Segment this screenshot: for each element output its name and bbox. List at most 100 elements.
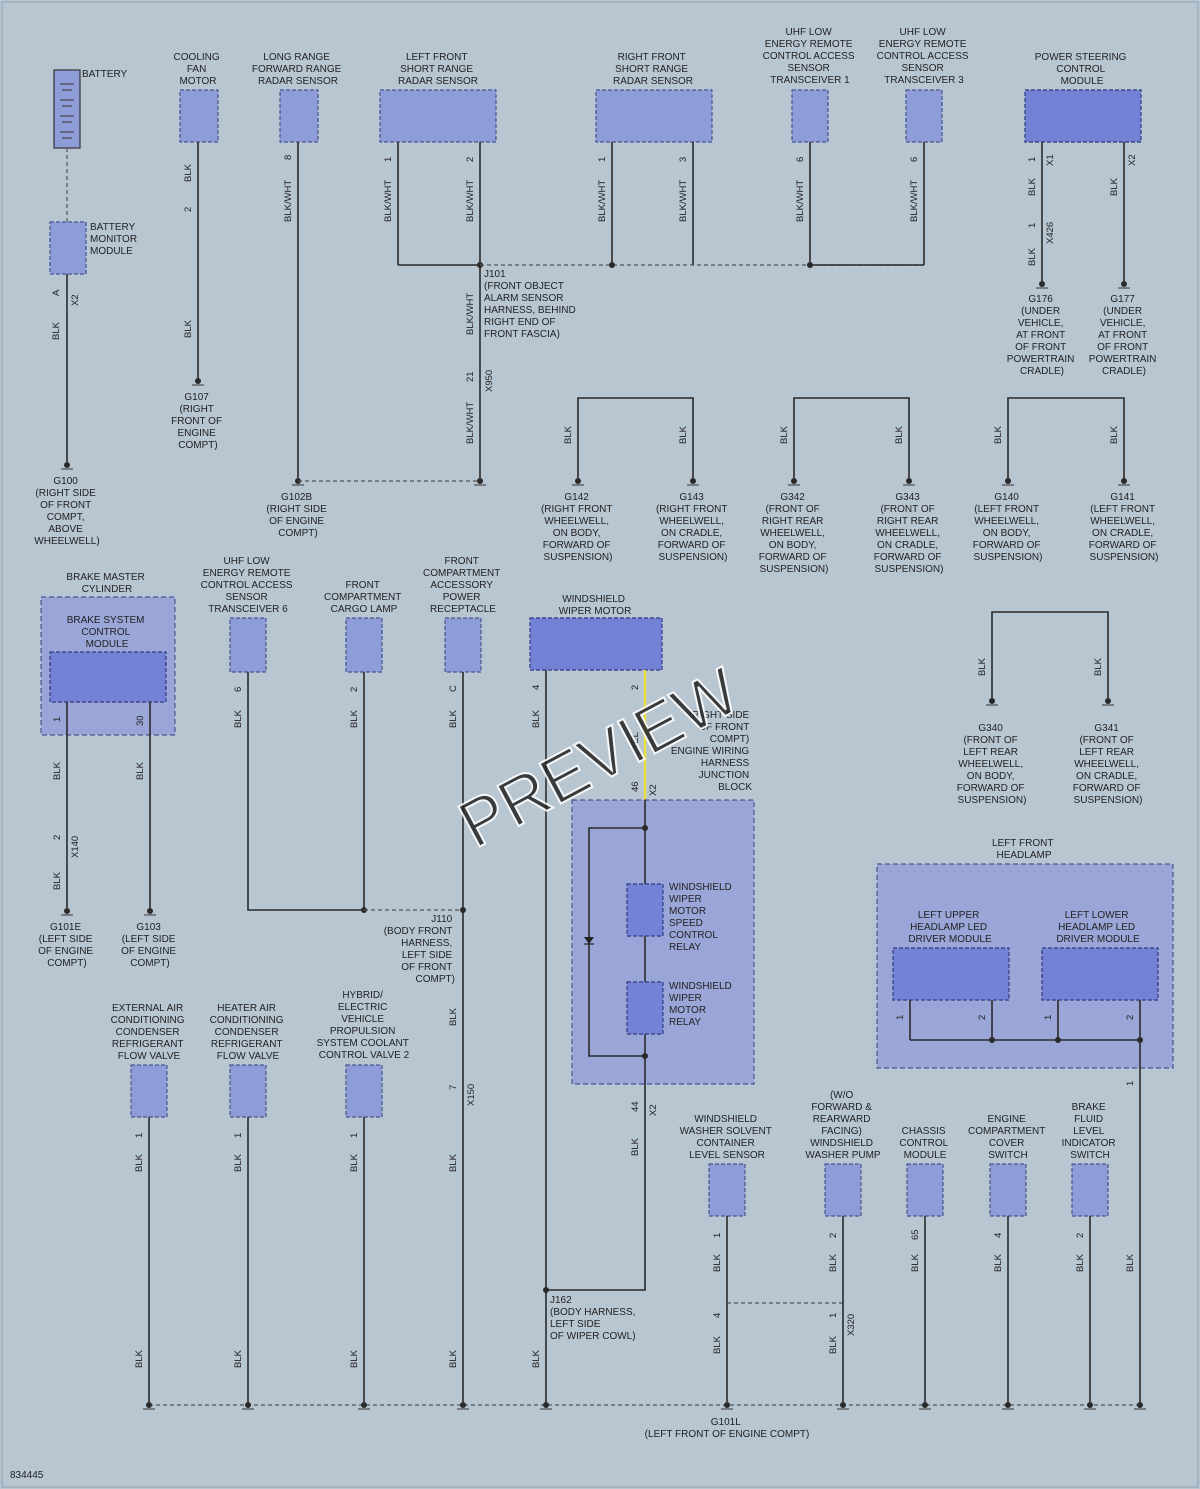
brake-system-label: BRAKE SYSTEM CONTROL MODULE <box>67 615 148 650</box>
svg-text:6: 6 <box>795 157 806 162</box>
svg-text:BLK: BLK <box>993 1253 1004 1272</box>
svg-text:65: 65 <box>910 1229 921 1240</box>
svg-text:A: A <box>51 289 62 296</box>
ground-g141-label: G141 (LEFT FRONT WHEELWELL, ON CRADLE, F… <box>1089 492 1160 563</box>
svg-text:2: 2 <box>465 157 476 162</box>
ground-g342-label: G342 (FRONT OF RIGHT REAR WHEELWELL, ON … <box>759 492 830 575</box>
svg-text:BLK/WHT: BLK/WHT <box>283 180 294 222</box>
power-steering-control-module <box>1024 89 1142 143</box>
svg-text:1: 1 <box>383 157 394 162</box>
svg-text:2: 2 <box>1075 1233 1086 1238</box>
chassis-label: CHASSIS CONTROL MODULE <box>899 1126 950 1161</box>
battery-symbol <box>53 69 81 149</box>
washer-pump-label: (W/O FORWARD & REARWARD FACING) WINDSHIE… <box>805 1090 881 1161</box>
svg-text:BLK: BLK <box>993 425 1004 444</box>
svg-text:BLK: BLK <box>233 709 244 728</box>
cargo-lamp <box>345 617 383 673</box>
svg-text:1: 1 <box>597 157 608 162</box>
svg-text:BLK: BLK <box>183 319 194 338</box>
lower-led-label: LEFT LOWER HEADLAMP LED DRIVER MODULE <box>1056 910 1140 945</box>
svg-text:4: 4 <box>993 1233 1004 1238</box>
ground-g107-label: G107 (RIGHT FRONT OF ENGINE COMPT) <box>171 392 225 451</box>
svg-text:1: 1 <box>52 717 63 722</box>
svg-text:X140: X140 <box>70 836 81 858</box>
ground-g102b-label: G102B (RIGHT SIDE OF ENGINE COMPT) <box>266 492 329 539</box>
svg-text:46: 46 <box>630 781 641 792</box>
battery-monitor-module <box>49 221 87 275</box>
svg-text:X320: X320 <box>846 1314 857 1336</box>
svg-text:BLK/WHT: BLK/WHT <box>383 180 394 222</box>
svg-text:BLK/WHT: BLK/WHT <box>465 180 476 222</box>
svg-text:BLK/WHT: BLK/WHT <box>465 293 476 335</box>
svg-text:X150: X150 <box>466 1084 477 1106</box>
ground-g101l-symbols <box>143 1402 1146 1410</box>
battery-label: BATTERY <box>82 69 128 80</box>
svg-text:X950: X950 <box>484 370 495 392</box>
svg-text:X2: X2 <box>648 784 659 796</box>
svg-text:BLK: BLK <box>910 1253 921 1272</box>
svg-text:2: 2 <box>630 685 641 690</box>
svg-text:BLK: BLK <box>448 1007 459 1026</box>
ground-g176-label: G176 (UNDER VEHICLE, AT FRONT OF FRONT P… <box>1007 294 1077 377</box>
hybrid-valve-label: HYBRID/ ELECTRIC VEHICLE PROPULSION SYST… <box>317 990 412 1061</box>
svg-text:X2: X2 <box>1127 154 1138 166</box>
svg-text:BLK: BLK <box>1125 1253 1136 1272</box>
svg-text:6: 6 <box>909 157 920 162</box>
ground-g341-label: G341 (FRONT OF LEFT REAR WHEELWELL, ON C… <box>1073 723 1144 806</box>
brake-fluid-label: BRAKE FLUID LEVEL INDICATOR SWITCH <box>1062 1102 1119 1161</box>
svg-text:BLK: BLK <box>1109 425 1120 444</box>
svg-text:1: 1 <box>1043 1015 1054 1020</box>
ground-g103-label: G103 (LEFT SIDE OF ENGINE COMPT) <box>121 922 179 969</box>
ground-g101l-label: G101L (LEFT FRONT OF ENGINE COMPT) <box>645 1417 810 1440</box>
right-front-short-range-radar <box>595 89 713 143</box>
splice-j162-dot <box>543 1287 549 1293</box>
svg-text:1: 1 <box>712 1233 723 1238</box>
ground-j101-end <box>474 478 486 486</box>
svg-text:BLK: BLK <box>828 1335 839 1354</box>
washer-level-sensor <box>708 1163 746 1217</box>
svg-text:BLK: BLK <box>630 1137 641 1156</box>
washer-pump <box>824 1163 862 1217</box>
svg-text:BLK: BLK <box>448 709 459 728</box>
svg-text:2: 2 <box>1125 1015 1136 1020</box>
brake-system-control-module <box>49 651 167 703</box>
svg-text:3: 3 <box>678 157 689 162</box>
engine-compartment-cover-switch <box>989 1163 1027 1217</box>
wiper-motor-label: WINDSHIELD WIPER MOTOR <box>559 594 632 617</box>
cooling-fan-motor <box>179 89 219 143</box>
svg-text:BLK: BLK <box>51 321 62 340</box>
uhf3-label: UHF LOW ENERGY REMOTE CONTROL ACCESS SEN… <box>877 27 972 86</box>
hybrid-coolant-control-valve <box>345 1064 383 1118</box>
svg-text:BLK/WHT: BLK/WHT <box>597 180 608 222</box>
long-range-radar-sensor <box>279 89 319 143</box>
svg-text:BLK: BLK <box>349 1153 360 1172</box>
svg-text:BLK: BLK <box>678 425 689 444</box>
svg-text:2: 2 <box>977 1015 988 1020</box>
svg-text:BLK: BLK <box>828 1253 839 1272</box>
brake-fluid-level-switch <box>1071 1163 1109 1217</box>
upper-led-label: LEFT UPPER HEADLAMP LED DRIVER MODULE <box>908 910 992 945</box>
svg-text:BLK: BLK <box>134 1153 145 1172</box>
ground-g177-label: G177 (UNDER VEHICLE, AT FRONT OF FRONT P… <box>1089 294 1159 377</box>
svg-text:BLK: BLK <box>52 871 63 890</box>
svg-text:4: 4 <box>712 1313 723 1318</box>
svg-text:BLK: BLK <box>135 761 146 780</box>
svg-text:2: 2 <box>52 835 63 840</box>
engine-wiring-junction-block <box>571 799 755 1085</box>
splice-j101-label: J101 (FRONT OBJECT ALARM SENSOR HARNESS,… <box>484 269 578 340</box>
svg-text:BLK: BLK <box>1109 177 1120 196</box>
svg-text:1: 1 <box>895 1015 906 1020</box>
cooling-fan-label: COOLING FAN MOTOR <box>174 52 223 87</box>
svg-text:BLK: BLK <box>448 1153 459 1172</box>
svg-text:1: 1 <box>134 1133 145 1138</box>
left-front-short-range-radar <box>379 89 497 143</box>
uhf6-label: UHF LOW ENERGY REMOTE CONTROL ACCESS SEN… <box>201 556 296 615</box>
windshield-wiper-motor <box>529 617 663 671</box>
svg-text:BLK: BLK <box>1027 177 1038 196</box>
ground-g100-symbol <box>61 462 73 470</box>
heater-ac-flow-valve <box>229 1064 267 1118</box>
svg-text:1: 1 <box>1125 1081 1136 1086</box>
ground-g340-label: G340 (FRONT OF LEFT REAR WHEELWELL, ON B… <box>957 723 1028 806</box>
lower-led-driver-module <box>1041 947 1159 1001</box>
